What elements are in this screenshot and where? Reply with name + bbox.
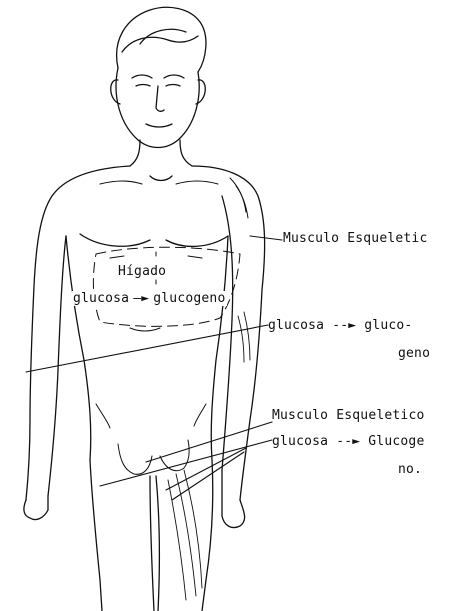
label-low-no: no.: [398, 462, 422, 477]
label-higado-glucosa: glucosa: [73, 291, 129, 306]
leader-lower-3: [166, 448, 246, 490]
label-low-reaction: glucosa --► Glucoge: [272, 434, 424, 449]
neck-outline: [130, 140, 192, 181]
arm-muscle-hatching: [238, 312, 250, 362]
label-mid-geno: geno: [398, 346, 430, 361]
label-low-glucosa: glucosa: [272, 434, 328, 449]
label-mid-glucosa: glucosa: [268, 318, 324, 333]
leader-mid-glucosa: [26, 325, 268, 372]
leader-lower-4: [172, 452, 244, 500]
head-outline: [111, 7, 206, 147]
label-musculo-esqueletico: Musculo Esqueletico: [272, 408, 425, 423]
arrow-icon: --►: [336, 434, 360, 449]
torso-outline: [24, 166, 265, 528]
label-higado-glucogeno: glucogeno: [153, 291, 225, 306]
arrow-icon: --►: [332, 318, 356, 333]
label-mid-gluco: gluco-: [364, 318, 412, 333]
label-low-glucoge: Glucoge: [368, 434, 424, 449]
label-mid-reaction: glucosa --► gluco-: [268, 318, 412, 333]
label-higado-reaction: glucosa —► glucogeno: [72, 291, 227, 306]
leader-musculo-upper: [250, 236, 282, 240]
arrow-icon: —►: [133, 291, 149, 306]
leader-lower-1: [146, 422, 272, 462]
legs-outline: [90, 460, 213, 611]
label-musculo-esqueletic: Musculo Esqueletic: [283, 231, 427, 246]
label-higado: Hígado: [118, 264, 166, 279]
